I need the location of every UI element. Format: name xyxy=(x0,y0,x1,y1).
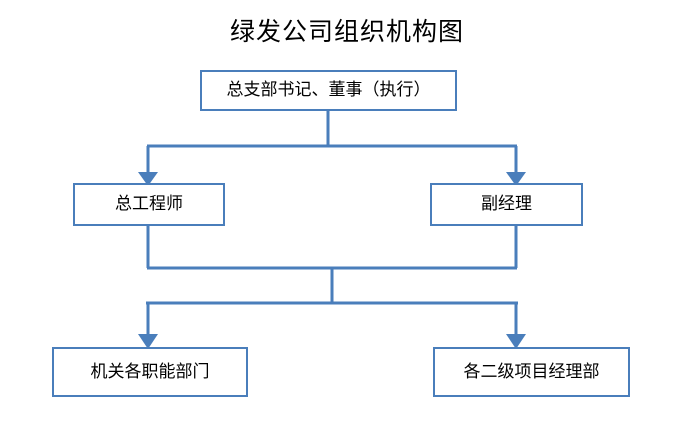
page-title: 绿发公司组织机构图 xyxy=(229,17,464,46)
node-label: 机关各职能部门 xyxy=(90,361,210,382)
node-functional-departments[interactable]: 机关各职能部门 xyxy=(52,347,248,397)
node-chief-engineer[interactable]: 总工程师 xyxy=(73,183,225,226)
node-label: 总工程师 xyxy=(115,194,183,215)
node-secondary-project-departments[interactable]: 各二级项目经理部 xyxy=(433,347,630,397)
node-deputy-manager[interactable]: 副经理 xyxy=(430,183,583,226)
node-general-branch-secretary-director[interactable]: 总支部书记、董事（执行） xyxy=(200,70,457,111)
node-label: 副经理 xyxy=(481,194,532,215)
node-label: 总支部书记、董事（执行） xyxy=(226,80,431,101)
node-label: 各二级项目经理部 xyxy=(463,361,600,382)
